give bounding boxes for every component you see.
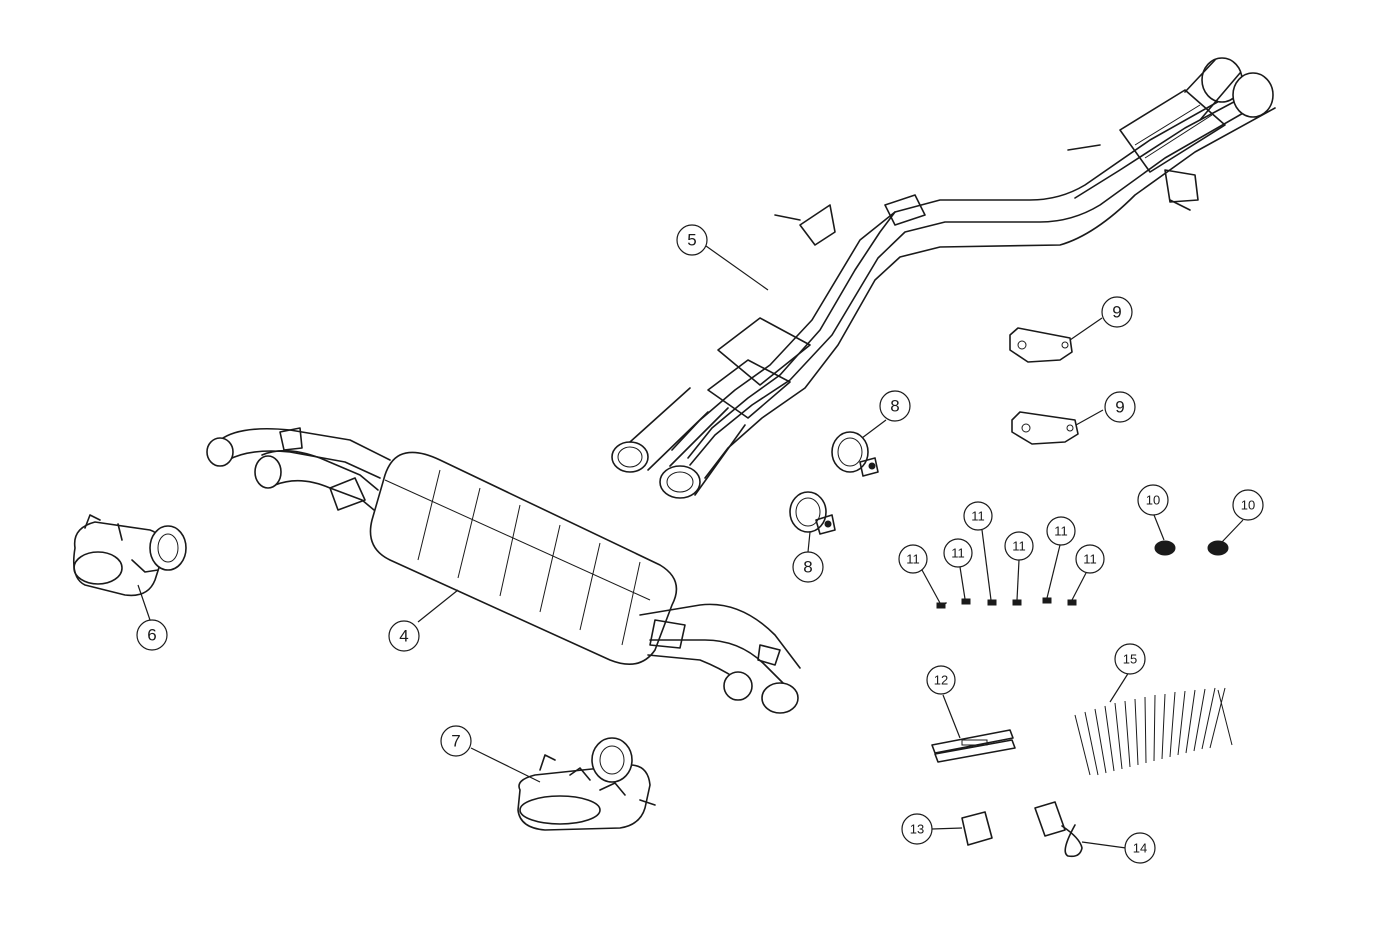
callout-9-lower-label: 9 (1115, 398, 1124, 417)
callout-15-label: 15 (1123, 652, 1137, 667)
callout-7: 7 (440, 725, 472, 757)
callout-15: 15 (1114, 643, 1146, 675)
callout-11-a-label: 11 (906, 552, 920, 567)
callout-7-label: 7 (451, 732, 460, 751)
callout-8-upper-label: 8 (890, 397, 899, 416)
part-11-screw-f (1067, 599, 1077, 606)
callout-12-label: 12 (934, 673, 948, 688)
callout-9-lower: 9 (1104, 391, 1136, 423)
callout-8-upper: 8 (879, 390, 911, 422)
callout-13-label: 13 (910, 822, 924, 837)
callout-11-a: 11 (898, 544, 928, 574)
callout-10-left: 10 (1137, 484, 1169, 516)
part-14-sensor (1034, 801, 1083, 858)
callout-6: 6 (136, 619, 168, 651)
callout-11-b-label: 11 (951, 546, 965, 561)
part-10-grommet-right (1207, 540, 1229, 556)
callout-4-label: 4 (399, 627, 408, 646)
callout-5-label: 5 (687, 231, 696, 250)
part-11-screw-d (1012, 599, 1022, 606)
callout-11-e-label: 11 (1054, 524, 1068, 539)
callout-10-right: 10 (1232, 489, 1264, 521)
part-7-tailpipe-tip (517, 737, 656, 831)
callout-9-upper: 9 (1101, 296, 1133, 328)
part-12-strap (931, 729, 1016, 763)
part-11-screws (936, 597, 1077, 609)
part-11-screw-b (961, 598, 971, 605)
part-13-block (961, 811, 993, 846)
callout-11-c: 11 (963, 501, 993, 531)
callout-11-f: 11 (1075, 544, 1105, 574)
part-9-bracket-upper (1009, 327, 1073, 363)
part-11-screw-a (936, 602, 947, 609)
part-9-bracket-lower (1011, 411, 1079, 445)
callout-13: 13 (901, 813, 933, 845)
leader-lines (137, 245, 1244, 849)
callout-11-f-label: 11 (1083, 552, 1097, 567)
callout-14: 14 (1124, 832, 1156, 864)
callout-11-d: 11 (1004, 531, 1034, 561)
callout-6-label: 6 (147, 626, 156, 645)
part-4-center-muffler (206, 427, 801, 714)
callout-14-label: 14 (1133, 841, 1147, 856)
part-11-screw-c (987, 599, 997, 606)
part-5-rear-pipe-assembly (611, 57, 1276, 499)
callout-10-right-label: 10 (1241, 498, 1255, 513)
callout-11-c-label: 11 (971, 509, 985, 524)
callout-10-left-label: 10 (1146, 493, 1160, 508)
callout-11-d-label: 11 (1012, 539, 1026, 554)
part-15-cable-ties (1074, 687, 1233, 776)
callout-8-lower: 8 (792, 551, 824, 583)
callout-8-lower-label: 8 (803, 558, 812, 577)
callout-11-e: 11 (1046, 516, 1076, 546)
part-8-clamp-lower (789, 491, 836, 535)
callout-12: 12 (926, 665, 956, 695)
part-10-grommet-left (1154, 540, 1176, 556)
callout-4: 4 (388, 620, 420, 652)
part-6-tailpipe-tip (72, 514, 187, 597)
part-8-clamp-upper (831, 431, 879, 477)
callout-11-b: 11 (943, 538, 973, 568)
part-11-screw-e (1042, 597, 1052, 604)
callout-5: 5 (676, 224, 708, 256)
callout-9-upper-label: 9 (1112, 303, 1121, 322)
